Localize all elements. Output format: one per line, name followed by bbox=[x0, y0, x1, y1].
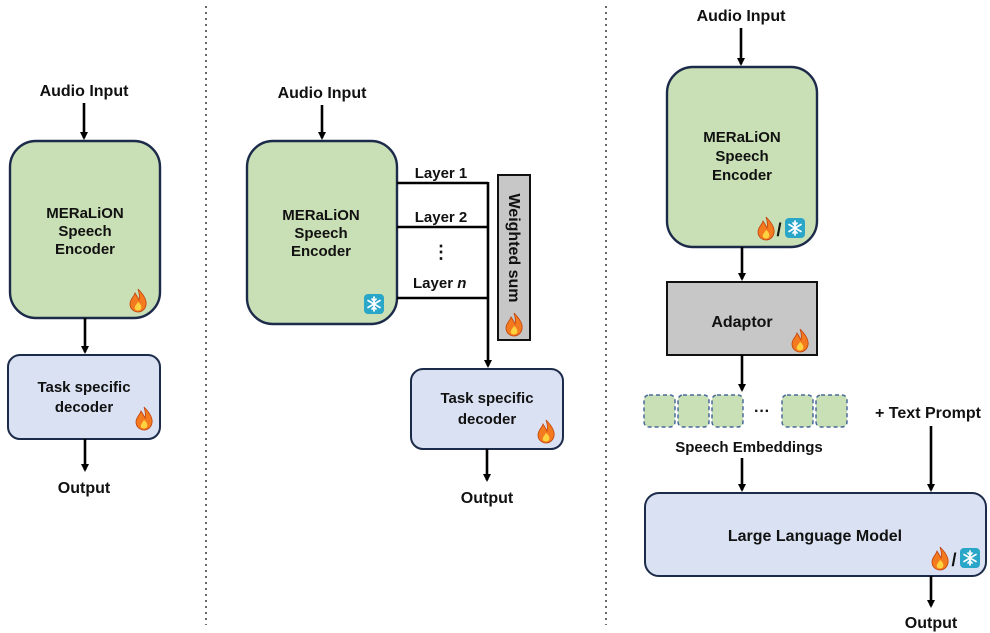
weighted-sum-label: Weighted sum bbox=[505, 193, 522, 302]
decoder-label-line1: Task specific bbox=[37, 379, 130, 396]
decoder-label-line2: decoder bbox=[55, 399, 114, 416]
llm-box bbox=[644, 492, 987, 577]
weighted-sum-box bbox=[497, 174, 531, 341]
embedding-block bbox=[643, 394, 676, 428]
adaptor-label: Adaptor bbox=[711, 314, 772, 331]
snowflake-icon bbox=[959, 547, 981, 569]
embedding-block bbox=[815, 394, 848, 428]
snowflake-icon bbox=[363, 293, 385, 315]
encoder-label-line1: MERaLiON bbox=[46, 205, 124, 222]
layer-n-label: Layer n bbox=[413, 275, 466, 292]
slash-separator: / bbox=[776, 220, 781, 240]
encoder-label-line2: Speech bbox=[58, 223, 111, 240]
panel-3: Audio Input MERaLiON Speech Encoder / Ad… bbox=[643, 8, 987, 632]
encoder-label-line1: MERaLiON bbox=[282, 207, 360, 224]
layer-1-label: Layer 1 bbox=[415, 165, 468, 182]
snowflake-icon bbox=[784, 217, 806, 239]
layer-2-label: Layer 2 bbox=[415, 209, 468, 226]
panel-2: Audio Input MERaLiON Speech Encoder Laye… bbox=[245, 85, 564, 507]
text-prompt-label: + Text Prompt bbox=[875, 405, 982, 422]
speech-encoder-box bbox=[245, 139, 399, 326]
encoder-label-line2: Speech bbox=[715, 148, 768, 165]
embedding-block bbox=[711, 394, 744, 428]
llm-label: Large Language Model bbox=[728, 528, 902, 545]
audio-input-label: Audio Input bbox=[40, 83, 130, 100]
encoder-label-line3: Encoder bbox=[712, 167, 772, 184]
encoder-label-line3: Encoder bbox=[291, 243, 351, 260]
encoder-label-line2: Speech bbox=[294, 225, 347, 242]
encoder-label-line1: MERaLiON bbox=[703, 129, 781, 146]
embedding-block bbox=[677, 394, 710, 428]
encoder-label-line3: Encoder bbox=[55, 241, 115, 258]
speech-embeddings-label: Speech Embeddings bbox=[675, 439, 823, 456]
panel-1: Audio Input MERaLiON Speech Encoder Task… bbox=[7, 83, 162, 497]
decoder-label-line1: Task specific bbox=[440, 390, 533, 407]
output-label: Output bbox=[461, 490, 514, 507]
slash-separator: / bbox=[951, 550, 956, 570]
output-label: Output bbox=[905, 615, 958, 632]
layer-ellipsis: ⋮ bbox=[432, 242, 450, 262]
embedding-ellipsis: ··· bbox=[754, 403, 770, 420]
embedding-block bbox=[781, 394, 814, 428]
audio-input-label: Audio Input bbox=[697, 8, 787, 25]
output-label: Output bbox=[58, 480, 111, 497]
decoder-label-line2: decoder bbox=[458, 411, 517, 428]
audio-input-label: Audio Input bbox=[278, 85, 368, 102]
